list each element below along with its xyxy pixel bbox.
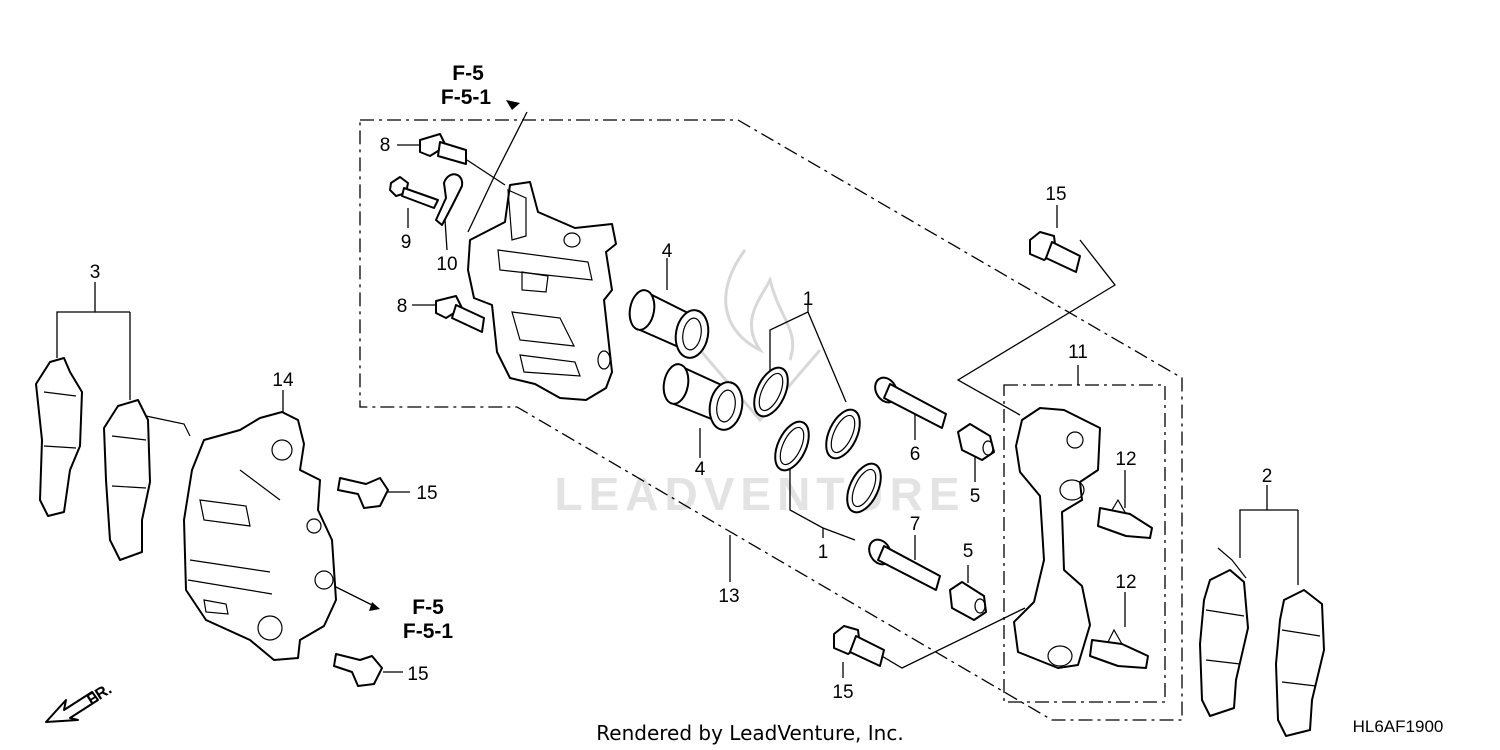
callout-15-bottom-center: 15 — [832, 682, 853, 703]
bracket-subassembly-outline — [1003, 384, 1166, 703]
callout-14: 14 — [272, 370, 294, 391]
part-5-pin-boot-upper — [957, 423, 995, 461]
callout-12-upper: 12 — [1115, 449, 1136, 470]
reference-label-bottom-line2: F-5-1 — [403, 620, 453, 643]
callout-8-upper: 8 — [380, 135, 391, 156]
part-11-caliper-bracket — [1013, 407, 1101, 669]
part-8-caliper-bolt-upper — [419, 133, 467, 165]
part-8-caliper-bolt-lower — [435, 295, 485, 333]
part-14-caliper-assembly — [183, 411, 337, 661]
callout-9: 9 — [401, 232, 412, 253]
callout-2: 2 — [1262, 466, 1273, 487]
callout-6: 6 — [910, 444, 921, 465]
callout-4-lower: 4 — [695, 459, 706, 480]
callout-8-lower: 8 — [397, 296, 408, 317]
caliper-assembly-outline — [359, 119, 1183, 721]
leader-lines — [56, 111, 1299, 678]
diagram-code: HL6AF1900 — [1353, 717, 1444, 736]
part-9-bleeder-screw — [389, 176, 439, 209]
part-12-pad-spring-lower — [1089, 628, 1149, 669]
part-15-bolt-mid-left — [337, 477, 389, 509]
callout-15-top-right: 15 — [1045, 184, 1066, 205]
part-1-piston-seals — [753, 366, 882, 514]
callout-15-mid-left: 15 — [416, 483, 437, 504]
reference-label-top-line2: F-5-1 — [441, 86, 491, 109]
callout-4-upper: 4 — [662, 241, 673, 262]
front-direction-arrow: FR. — [45, 681, 115, 723]
credit-text: Rendered by LeadVenture, Inc. — [596, 721, 903, 745]
part-5-pin-boot-lower — [949, 581, 987, 621]
callout-11: 11 — [1068, 342, 1088, 363]
part-3-brake-pad-set-left — [35, 357, 191, 561]
callout-15-bottom-left: 15 — [407, 664, 428, 685]
part-15-bolt-bottom-left — [333, 653, 383, 687]
callout-7: 7 — [910, 514, 921, 535]
caliper-body-exploded — [467, 181, 617, 401]
watermark-text: LEADVENTURE — [554, 468, 965, 520]
callout-3: 3 — [90, 262, 101, 283]
callout-5-lower: 5 — [963, 541, 974, 562]
part-4-piston-lower — [662, 363, 744, 431]
part-12-pad-spring-upper — [1097, 498, 1153, 539]
part-7-slide-pin — [868, 538, 941, 591]
part-6-slide-pin — [874, 376, 947, 429]
watermark-logo: LEADVENTURE — [554, 249, 965, 520]
callout-1-upper: 1 — [803, 289, 814, 310]
callout-12-lower: 12 — [1115, 572, 1136, 593]
callout-1-lower: 1 — [818, 542, 829, 563]
part-10-bleeder-cap — [435, 173, 464, 226]
callout-13: 13 — [718, 586, 739, 607]
reference-label-bottom-line1: F-5 — [412, 596, 444, 619]
callout-5-upper: 5 — [970, 486, 981, 507]
part-2-brake-pad-set-right — [1199, 547, 1325, 737]
part-15-bolt-top-right — [1029, 231, 1081, 273]
reference-arrows — [369, 100, 520, 611]
reference-label-top-line1: F-5 — [452, 62, 484, 85]
callout-10: 10 — [436, 254, 457, 275]
part-15-bolt-bottom-center — [833, 625, 885, 667]
part-4-piston-upper — [628, 289, 710, 359]
